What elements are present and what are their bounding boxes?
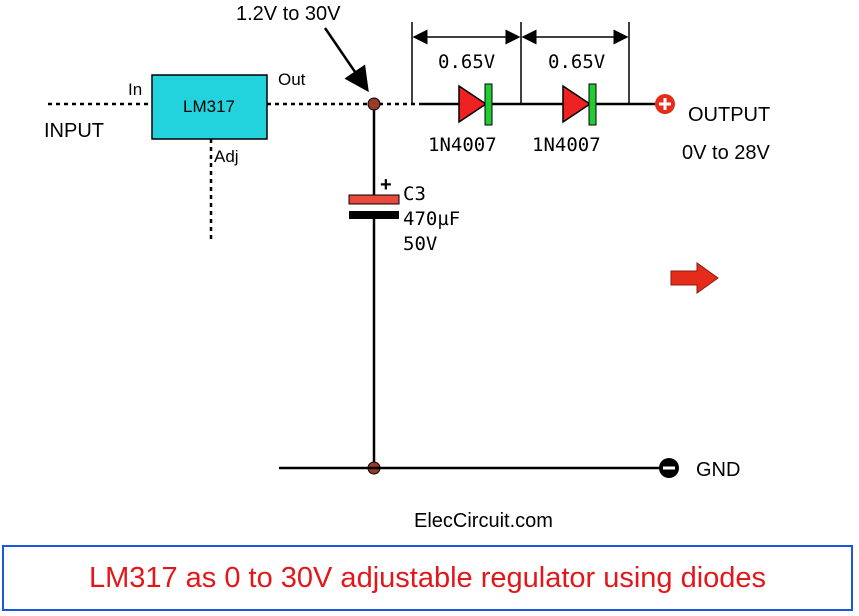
cap-voltage: 50V [403, 233, 437, 255]
node-pointer-arrow [323, 27, 369, 93]
plus-circle-icon [655, 94, 675, 114]
minus-circle-icon [659, 458, 679, 478]
diode-2-part: 1N4007 [532, 134, 601, 156]
output-label: OUTPUT [688, 104, 770, 126]
output-junction-node [367, 97, 381, 111]
caption-box: LM317 as 0 to 30V adjustable regulator u… [2, 545, 853, 611]
watermark: ElecCircuit.com [414, 510, 553, 532]
diode-1-drop: 0.65V [438, 51, 495, 73]
right-arrow-icon [670, 262, 719, 294]
output-range: 0V to 28V [682, 142, 771, 164]
node-voltage-label: 1.2V to 30V [236, 3, 341, 25]
diode-1-part: 1N4007 [428, 134, 497, 156]
lm317-regulator [151, 74, 268, 140]
cap-name: C3 [403, 183, 426, 205]
input-label: INPUT [44, 120, 104, 142]
out-pin-label: Out [278, 70, 306, 89]
diode-2 [562, 84, 592, 124]
cap-value: 470µF [403, 208, 460, 230]
diode-2-cathode-band [588, 83, 597, 126]
diode-1-cathode-band [484, 83, 493, 126]
diode-1 [458, 84, 488, 124]
gnd-label: GND [696, 459, 740, 481]
in-pin-label: In [128, 80, 142, 99]
cap-plate-positive [348, 194, 400, 205]
diode-2-drop: 0.65V [548, 51, 605, 73]
regulator-label: LM317 [183, 97, 235, 116]
caption-title: LM317 as 0 to 30V adjustable regulator u… [88, 561, 767, 594]
adj-pin-label: Adj [214, 147, 239, 166]
cap-plus-sign: + [380, 174, 392, 196]
cap-plate-negative [349, 211, 399, 219]
